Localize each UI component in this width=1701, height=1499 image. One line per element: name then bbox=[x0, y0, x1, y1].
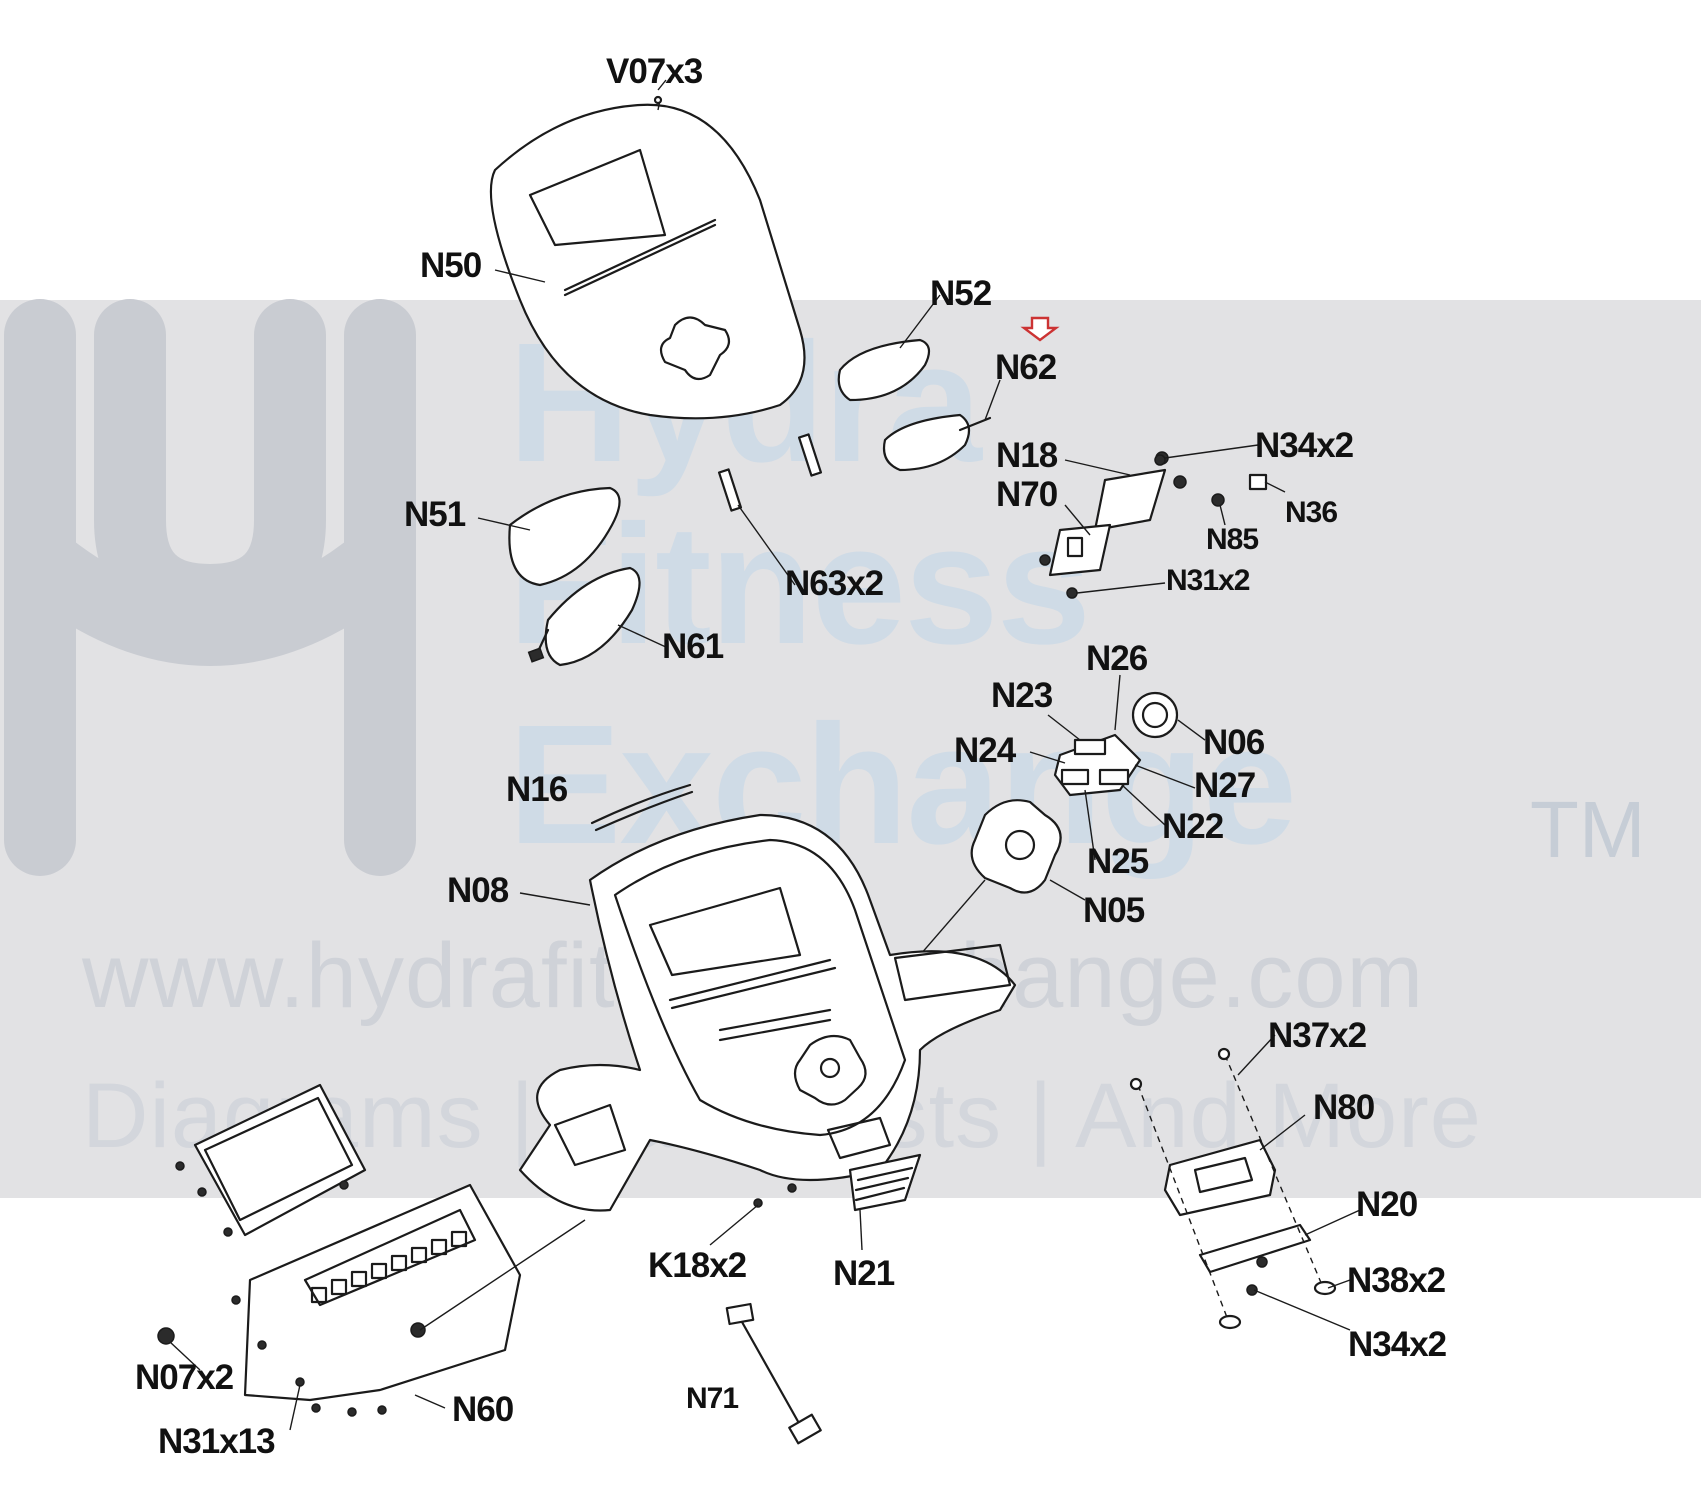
label-n85: N85 bbox=[1206, 523, 1259, 556]
label-n70: N70 bbox=[996, 475, 1058, 514]
label-n36: N36 bbox=[1285, 496, 1338, 529]
part-n85-nut bbox=[1211, 493, 1225, 507]
part-n60-cable bbox=[419, 1219, 586, 1331]
part-n31-screw-top bbox=[1066, 587, 1078, 599]
part-n20-bracket bbox=[1198, 1223, 1312, 1274]
watermark-trademark: TM bbox=[1530, 785, 1646, 874]
label-n20: N20 bbox=[1356, 1185, 1418, 1224]
label-n31x13: N31x13 bbox=[158, 1422, 276, 1461]
label-k18x2: K18x2 bbox=[648, 1246, 747, 1285]
part-n18-bracket bbox=[1093, 451, 1187, 532]
label-n80: N80 bbox=[1313, 1088, 1375, 1127]
part-knob-assembly bbox=[1053, 691, 1179, 797]
label-n07x2: N07x2 bbox=[135, 1358, 234, 1397]
watermark-logo-mark bbox=[4, 299, 416, 876]
part-n37-bolt-b bbox=[1224, 1054, 1323, 1286]
label-n27: N27 bbox=[1194, 766, 1256, 805]
part-n37-bolt-a bbox=[1137, 1084, 1229, 1321]
label-n05: N05 bbox=[1083, 891, 1145, 930]
label-n31x2: N31x2 bbox=[1166, 564, 1250, 597]
part-n63-connector-b bbox=[797, 433, 823, 477]
part-n34-screw-bottom bbox=[1246, 1284, 1258, 1296]
label-n25: N25 bbox=[1087, 842, 1149, 881]
leader-lines bbox=[169, 79, 1361, 1431]
part-n38-washer-b bbox=[1313, 1280, 1337, 1296]
label-n06: N06 bbox=[1203, 723, 1265, 762]
label-v07x3: V07x3 bbox=[606, 52, 703, 91]
label-n26: N26 bbox=[1086, 639, 1148, 678]
part-n61-panel bbox=[544, 566, 641, 667]
label-n08: N08 bbox=[447, 871, 509, 910]
label-n21: N21 bbox=[833, 1254, 895, 1293]
highlight-arrow-icon bbox=[1020, 316, 1060, 342]
label-n24: N24 bbox=[954, 731, 1016, 770]
part-n62-panel bbox=[882, 413, 971, 472]
label-n62: N62 bbox=[995, 348, 1057, 387]
part-n60-board bbox=[175, 1083, 522, 1417]
part-n05-keypad bbox=[970, 799, 1062, 894]
part-n63-connector-a bbox=[717, 468, 743, 512]
label-n34x2-top: N34x2 bbox=[1255, 426, 1354, 465]
part-n50-overlay bbox=[489, 95, 806, 420]
part-n36-clip bbox=[1248, 473, 1268, 491]
label-n51: N51 bbox=[404, 495, 466, 534]
label-n16: N16 bbox=[506, 770, 568, 809]
part-n07-bolt bbox=[157, 1327, 175, 1345]
part-n70-bracket bbox=[1039, 523, 1112, 577]
label-n23: N23 bbox=[991, 676, 1053, 715]
part-n80-mount bbox=[1163, 1138, 1277, 1217]
label-n52: N52 bbox=[930, 274, 992, 313]
part-n16-strip bbox=[590, 783, 694, 832]
part-n38-washer-a bbox=[1218, 1314, 1242, 1330]
part-k18-screw-a bbox=[753, 1198, 763, 1208]
part-n51-panel bbox=[508, 486, 621, 587]
label-n22: N22 bbox=[1162, 807, 1224, 846]
label-n34x2-bottom: N34x2 bbox=[1348, 1325, 1447, 1364]
label-n38x2: N38x2 bbox=[1347, 1261, 1446, 1300]
label-n71: N71 bbox=[686, 1382, 739, 1415]
part-k18-screw-b bbox=[787, 1183, 797, 1193]
part-n34-screw-top bbox=[1154, 454, 1166, 466]
part-n52-panel bbox=[837, 338, 931, 402]
label-n18: N18 bbox=[996, 436, 1058, 475]
label-n61: N61 bbox=[662, 627, 724, 666]
label-n63x2: N63x2 bbox=[785, 564, 884, 603]
label-n37x2: N37x2 bbox=[1268, 1016, 1367, 1055]
part-n71-cable bbox=[725, 1302, 822, 1445]
label-n50: N50 bbox=[420, 246, 482, 285]
label-n60: N60 bbox=[452, 1390, 514, 1429]
part-n08-housing bbox=[518, 813, 1017, 1212]
